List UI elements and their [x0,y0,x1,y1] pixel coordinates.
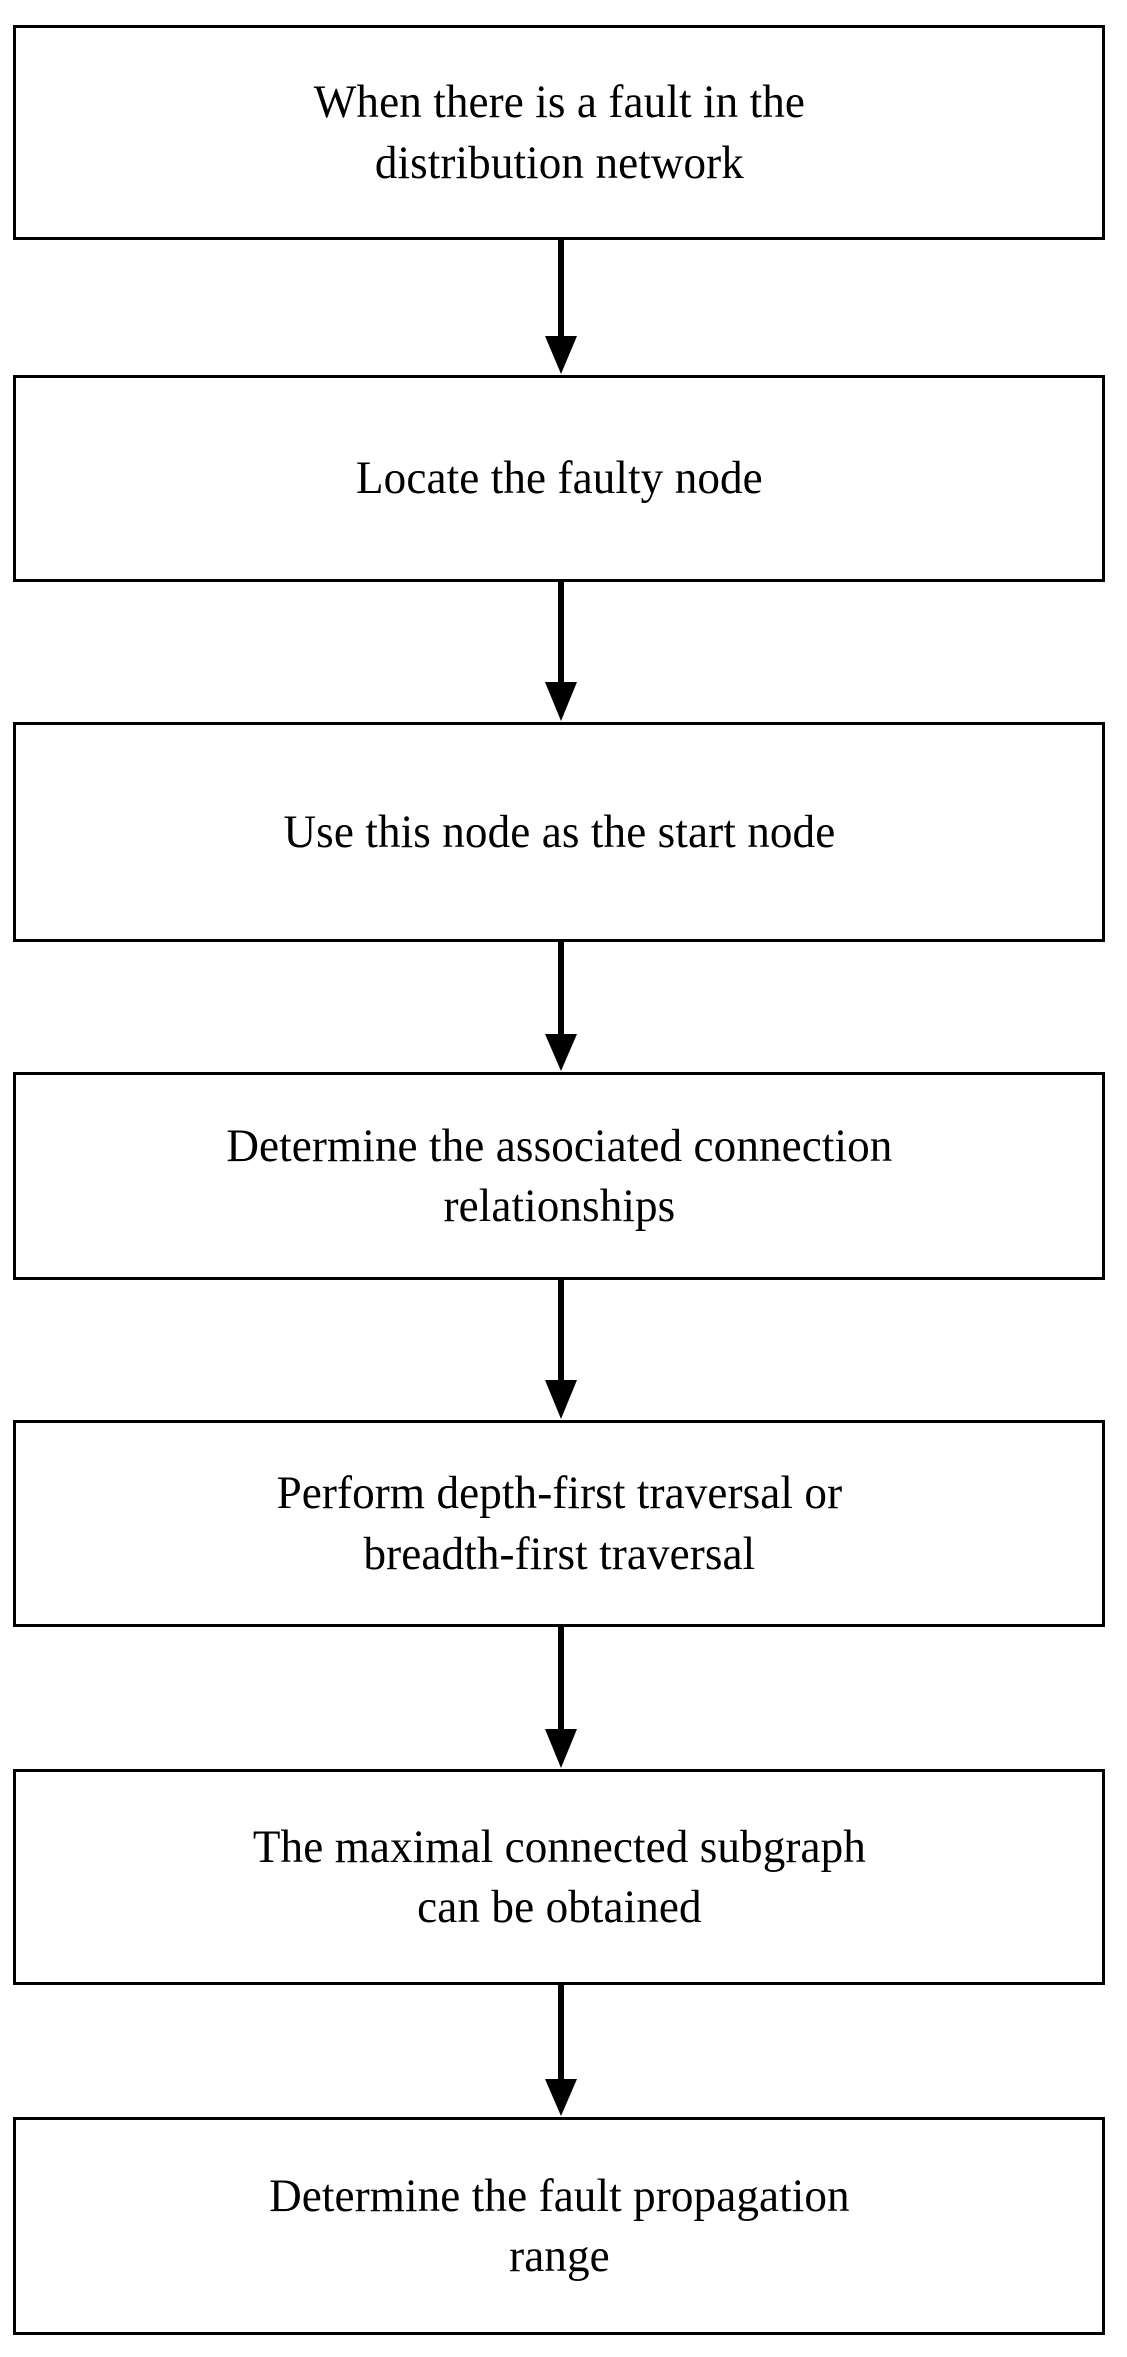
arrow-down-icon-5 [543,1627,579,1769]
arrow-down-icon-3 [543,942,579,1072]
flow-node-1-label: When there is a fault in the distributio… [313,76,805,189]
flow-node-7[interactable]: Determine the fault propagation range [13,2117,1105,2335]
flow-node-2[interactable]: Locate the faulty node [13,375,1105,582]
arrow-down-icon-2 [543,582,579,722]
flow-node-1[interactable]: When there is a fault in the distributio… [13,25,1105,240]
flow-node-5[interactable]: Perform depth-first traversal or breadth… [13,1420,1105,1627]
flow-node-6[interactable]: The maximal connected subgraph can be ob… [13,1769,1105,1985]
arrow-down-icon-1 [543,240,579,375]
flow-node-7-label: Determine the fault propagation range [268,2169,850,2282]
flow-node-3-label: Use this node as the start node [283,805,835,858]
flow-node-3[interactable]: Use this node as the start node [13,722,1105,942]
arrow-down-icon-6 [543,1985,579,2117]
flow-node-2-label: Locate the faulty node [355,452,763,505]
flow-node-4-label: Determine the associated connection rela… [225,1119,893,1232]
flow-node-4[interactable]: Determine the associated connection rela… [13,1072,1105,1280]
flow-node-6-label: The maximal connected subgraph can be ob… [252,1820,866,1933]
arrow-down-icon-4 [543,1280,579,1420]
flow-node-5-label: Perform depth-first traversal or breadth… [276,1467,842,1580]
